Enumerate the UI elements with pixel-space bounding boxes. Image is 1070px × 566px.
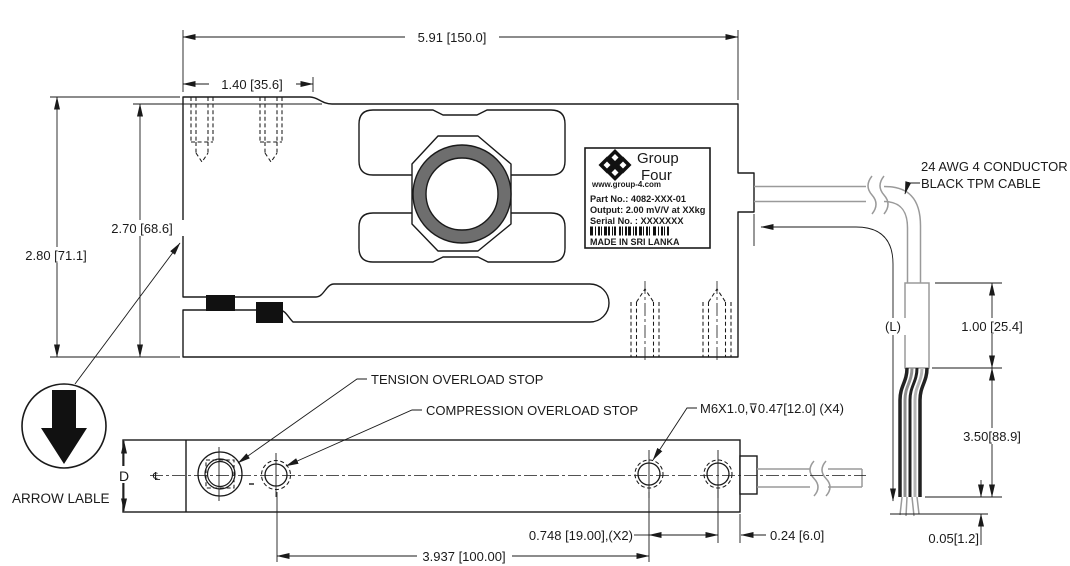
svg-text:0.748 [19.00],(X2): 0.748 [19.00],(X2) <box>529 528 633 543</box>
product-label: Group Four www.group-4.com Part No.: 408… <box>584 147 711 249</box>
svg-text:BLACK TPM CABLE: BLACK TPM CABLE <box>921 176 1041 191</box>
dim-body-height: 2.70 [68.6] <box>98 103 322 358</box>
compression-stop-feature <box>260 453 292 497</box>
svg-text:3.937 [100.00]: 3.937 [100.00] <box>422 549 505 564</box>
svg-text:1.40 [35.6]: 1.40 [35.6] <box>221 77 282 92</box>
center-bore <box>425 157 499 231</box>
svg-text:2.70 [68.6]: 2.70 [68.6] <box>111 221 172 236</box>
callout-compression: COMPRESSION OVERLOAD STOP <box>285 403 638 467</box>
svg-text:3.50[88.9]: 3.50[88.9] <box>963 429 1021 444</box>
tapped-hole-right-2 <box>702 281 732 362</box>
svg-text:5.91 [150.0]: 5.91 [150.0] <box>418 30 487 45</box>
label-brand-line1: Group <box>637 150 679 167</box>
svg-text:2.80 [71.1]: 2.80 [71.1] <box>25 248 86 263</box>
svg-text:D: D <box>119 468 129 484</box>
side-view: Group Four www.group-4.com Part No.: 408… <box>182 96 922 362</box>
bottom-view-body <box>122 439 741 513</box>
dim-hole-spacing: 0.748 [19.00],(X2) <box>529 490 719 562</box>
wire-tips <box>899 496 920 517</box>
bottom-view: ℄ <box>122 439 866 513</box>
dim-width-ref: D <box>115 440 132 512</box>
cable-bottom-view <box>757 460 863 497</box>
svg-text:M6X1.0,⊽0.47[12.0] (X4): M6X1.0,⊽0.47[12.0] (X4) <box>700 401 844 416</box>
dim-wire-length: 3.50[88.9] <box>925 367 1024 498</box>
label-serial: Serial No. : XXXXXXX <box>590 216 684 226</box>
tension-stop-feature <box>197 447 254 501</box>
dimensions: 5.91 [150.0] 1.40 [35.6] 2.80 [71.1] 2.7… <box>12 29 1026 564</box>
label-part-no: Part No.: 4082-XXX-01 <box>590 194 686 204</box>
mounting-bolt-left-2 <box>259 97 283 163</box>
svg-text:1.00 [25.4]: 1.00 [25.4] <box>961 319 1022 334</box>
centerline-symbol: ℄ <box>152 471 160 483</box>
svg-text:TENSION OVERLOAD STOP: TENSION OVERLOAD STOP <box>371 372 543 387</box>
dim-strip-length: 0.05[1.2] <box>890 480 988 546</box>
svg-text:0.24 [6.0]: 0.24 [6.0] <box>770 528 824 543</box>
overload-setscrew-1 <box>206 295 235 311</box>
callouts: 24 AWG 4 CONDUCTOR BLACK TPM CABLE TENSI… <box>237 159 1068 467</box>
dim-sleeve-length: 1.00 [25.4] <box>932 282 1026 369</box>
arrow-label-text: ARROW LABLE <box>12 491 110 506</box>
cable-sleeve <box>904 282 930 369</box>
label-origin: MADE IN SRI LANKA <box>590 237 680 247</box>
callout-tension: TENSION OVERLOAD STOP <box>237 372 543 464</box>
dim-stop-spacing: 3.937 [100.00] <box>276 492 650 564</box>
m6-hole-1 <box>634 450 664 498</box>
arrow-label-symbol: ARROW LABLE <box>12 242 181 506</box>
down-arrow-icon <box>41 390 87 464</box>
dim-edge-offset: 0.24 [6.0] <box>739 514 824 543</box>
cable-side-view <box>754 175 922 283</box>
dim-hole-offset: 1.40 [35.6] <box>182 76 314 92</box>
callout-cable: 24 AWG 4 CONDUCTOR BLACK TPM CABLE <box>904 159 1068 195</box>
wire-bundle <box>898 367 929 497</box>
dim-cable-length: (L) <box>753 214 907 502</box>
mounting-bolt-left-1 <box>190 97 214 163</box>
svg-text:24 AWG 4 CONDUCTOR: 24 AWG 4 CONDUCTOR <box>921 159 1068 174</box>
arrow-label-leader <box>74 242 181 385</box>
tapped-hole-right-1 <box>630 281 660 362</box>
brand-logo-icon <box>598 149 632 181</box>
label-brand-line2: Four <box>641 167 672 184</box>
cable-break-icon <box>809 460 831 497</box>
cable-end-detail <box>898 282 930 517</box>
cable-break-icon <box>867 175 889 215</box>
svg-text:0.05[1.2]: 0.05[1.2] <box>928 531 979 546</box>
callout-thread: M6X1.0,⊽0.47[12.0] (X4) <box>652 401 844 461</box>
dim-overall-height: 2.80 [71.1] <box>12 96 180 358</box>
svg-text:COMPRESSION OVERLOAD STOP: COMPRESSION OVERLOAD STOP <box>426 403 638 418</box>
overload-setscrew-2 <box>256 302 283 323</box>
cable-gland-bottom <box>739 455 758 495</box>
label-output: Output: 2.00 mV/V at XXkg <box>590 205 705 215</box>
svg-text:(L): (L) <box>885 319 901 334</box>
label-url: www.group-4.com <box>591 180 661 189</box>
binocular-cutout <box>358 109 566 263</box>
